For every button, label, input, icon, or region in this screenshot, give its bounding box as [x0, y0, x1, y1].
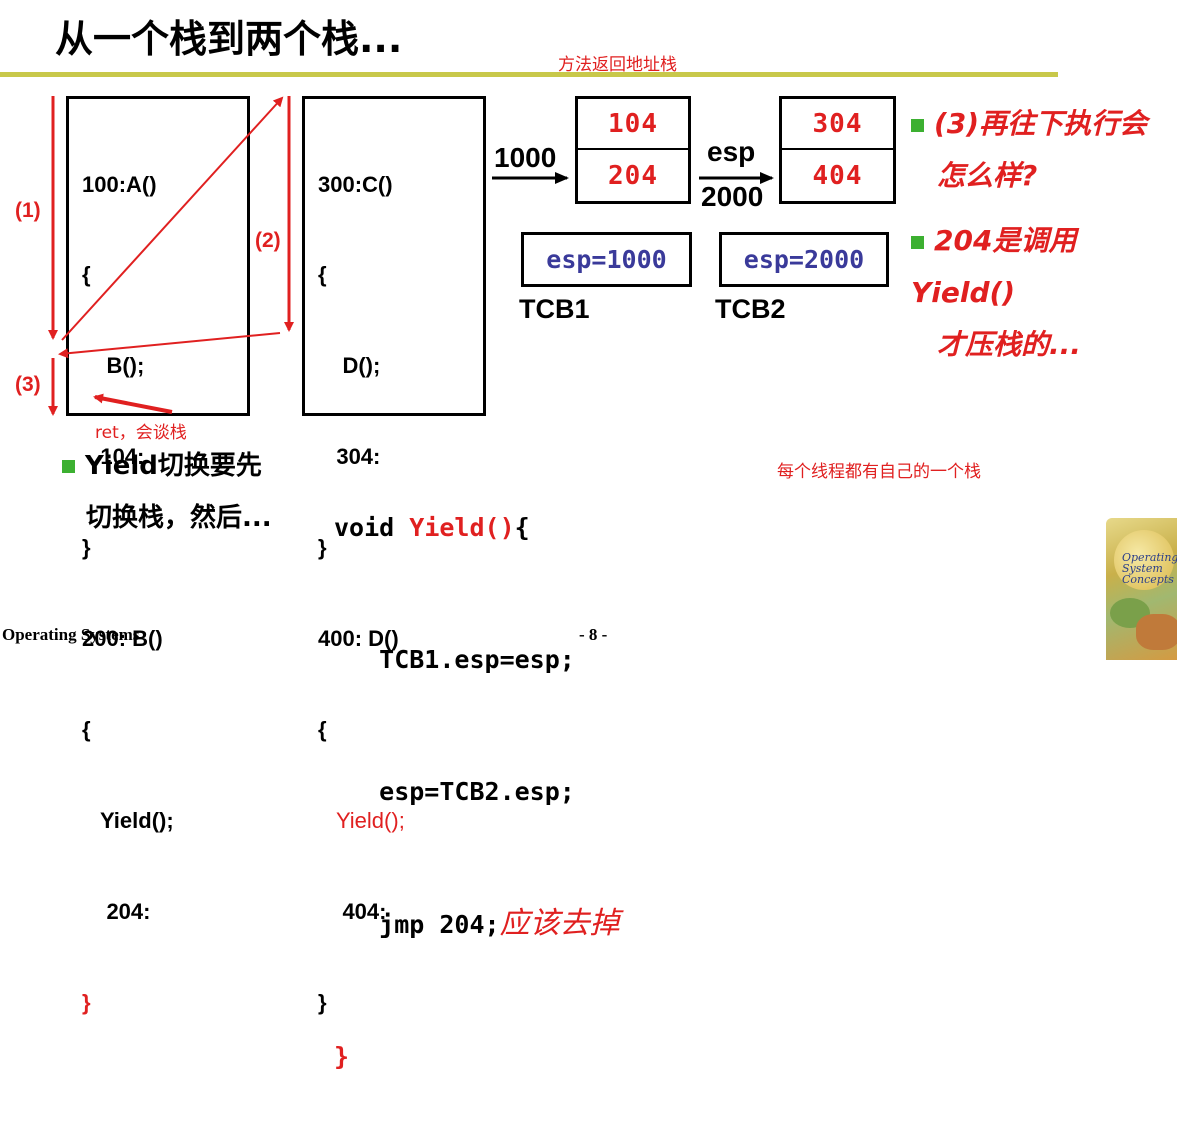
esp-label: esp — [707, 136, 755, 168]
code-line: { — [82, 715, 174, 745]
yield-push-line1: 204是调用Yield() — [911, 224, 1076, 309]
arrow-to-stack2 — [62, 98, 282, 340]
footer-left: Operating Systems — [2, 625, 139, 645]
stack-a-top: 104 — [578, 99, 688, 150]
addr-1000: 1000 — [494, 142, 556, 174]
code-line-close: } — [82, 988, 174, 1018]
label-1: (1) — [15, 199, 41, 223]
code-remove-note: 应该去掉 — [500, 906, 620, 941]
book-cover-image: Operating System Concepts — [1106, 518, 1177, 660]
thread-stack-note: 每个线程都有自己的一个栈 — [777, 457, 981, 482]
bullet-icon — [911, 119, 924, 132]
tcb2-label: TCB2 — [715, 294, 786, 325]
label-3: (3) — [15, 373, 41, 397]
code-yield-fn: Yield() — [409, 513, 514, 542]
stack-b-bottom: 404 — [782, 150, 893, 201]
tcb2-box: esp=2000 — [719, 232, 889, 287]
code-tcb1-save: TCB1.esp=esp; — [334, 638, 620, 682]
yield-code: void Yield(){ TCB1.esp=esp; esp=TCB2.esp… — [334, 418, 620, 1123]
bullet-icon — [62, 460, 75, 473]
yield-switch-line2: 切换栈，然后... — [62, 492, 272, 544]
code-open-brace: { — [515, 513, 530, 542]
addr-2000: 2000 — [701, 181, 763, 213]
stack-b-top: 304 — [782, 99, 893, 150]
question-note: (3)再往下执行会 怎么样? — [911, 98, 1147, 202]
label-2: (2) — [255, 229, 281, 253]
question-line1: (3)再往下执行会 — [934, 107, 1147, 140]
stack-b: 304 404 — [779, 96, 896, 204]
question-line2: 怎么样? — [911, 150, 1147, 202]
code-close-brace: } — [334, 1035, 620, 1079]
code-void: void — [334, 513, 409, 542]
yield-switch-note: Yield切换要先 切换栈，然后... — [62, 440, 272, 544]
stack-a-bottom: 204 — [578, 150, 688, 201]
yield-switch-line1: Yield切换要先 — [85, 451, 262, 481]
tcb1-box: esp=1000 — [521, 232, 692, 287]
page-number: - 8 - — [579, 625, 607, 645]
arrow-back-to-stack1 — [60, 333, 280, 354]
yield-push-note: 204是调用Yield() 才压栈的... — [911, 215, 1177, 371]
code-jmp: jmp 204; — [334, 910, 500, 939]
arrow-ret — [95, 397, 172, 412]
code-line: Yield(); — [82, 806, 174, 836]
tcb1-label: TCB1 — [519, 294, 590, 325]
stack-a: 104 204 — [575, 96, 691, 204]
bullet-icon — [911, 236, 924, 249]
code-esp-load: esp=TCB2.esp; — [334, 770, 620, 814]
code-line: 204: — [82, 897, 174, 927]
book-cover-title: Operating System Concepts — [1122, 552, 1177, 585]
yield-push-line2: 才压栈的... — [911, 319, 1177, 371]
